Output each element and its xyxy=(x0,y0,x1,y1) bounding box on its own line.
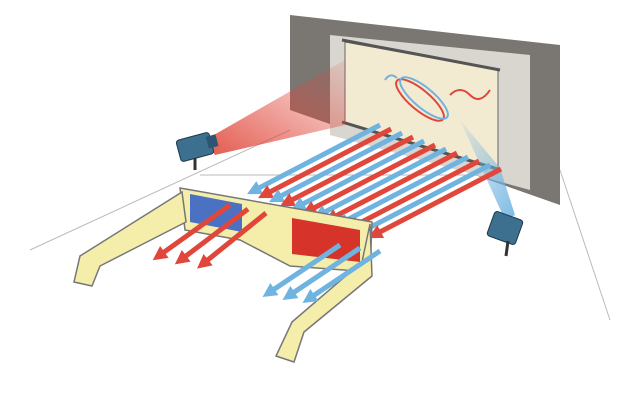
red-arrow xyxy=(374,166,503,237)
left-temple xyxy=(73,190,187,287)
red-arrow-head xyxy=(174,250,191,265)
red-arrow xyxy=(308,142,437,213)
blue-arrow-head xyxy=(282,286,299,301)
rocket-image xyxy=(384,74,491,122)
left-projector-beam xyxy=(205,60,345,155)
red-arrow xyxy=(264,126,393,197)
blue-arrow xyxy=(268,242,342,295)
red-arrow xyxy=(330,150,459,221)
blue-arrow-head xyxy=(291,197,308,211)
red-arrow xyxy=(158,202,232,258)
right-projector xyxy=(486,210,524,257)
red-arrow-head xyxy=(196,254,213,269)
blue-arrow xyxy=(308,248,382,301)
blue-arrow xyxy=(253,122,382,193)
red-arrow xyxy=(352,158,481,229)
right-projector-beam xyxy=(460,120,515,220)
red-arrow-head xyxy=(280,193,297,207)
blue-arrow-head xyxy=(269,189,286,203)
filtered-light-arrows xyxy=(152,202,382,304)
red-arrow-head xyxy=(152,246,169,261)
blue-arrow-head xyxy=(262,283,279,298)
3d-glasses xyxy=(73,187,373,363)
red-lens xyxy=(292,218,360,262)
red-arrow xyxy=(202,211,268,265)
blue-arrow xyxy=(319,146,448,217)
left-projector xyxy=(175,132,219,170)
blue-arrow xyxy=(341,154,470,225)
blue-arrow xyxy=(275,130,404,201)
blue-arrow xyxy=(288,245,362,298)
blue-arrow xyxy=(297,138,426,209)
blue-arrow-head xyxy=(247,181,264,195)
projected-light-arrows xyxy=(247,122,503,239)
blue-arrow-head xyxy=(302,289,319,304)
blue-arrow xyxy=(363,162,492,233)
red-arrow xyxy=(286,134,415,205)
red-arrow-head xyxy=(258,185,275,199)
red-arrow xyxy=(180,207,250,261)
